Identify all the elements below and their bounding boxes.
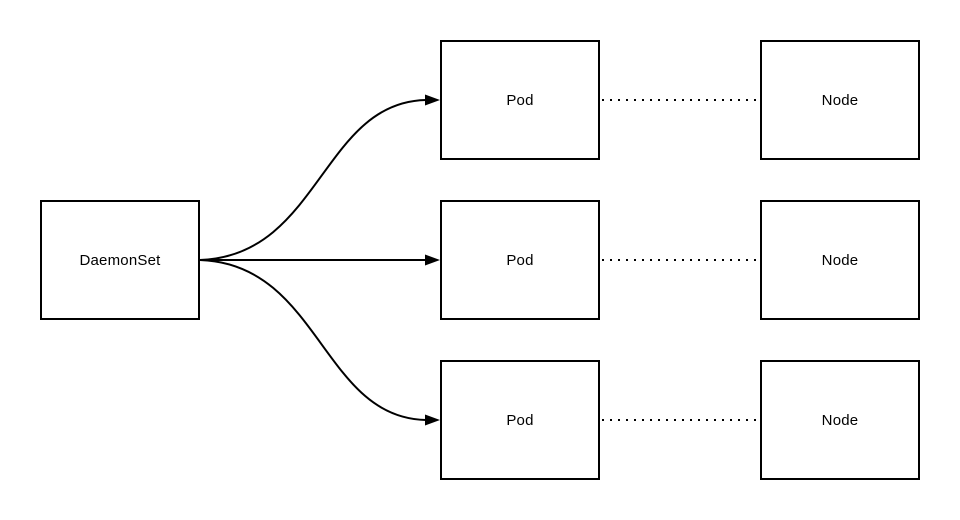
node-label: Node (821, 251, 859, 269)
arrow-curve-down (199, 259, 427, 421)
arrow-daemonset-to-pod-1 (199, 94, 440, 261)
arrow-daemonset-to-pod-3 (199, 259, 440, 426)
pod-box-1: Pod (440, 40, 600, 160)
node-box-2: Node (760, 200, 920, 320)
daemonset-box: DaemonSet (40, 200, 200, 320)
node-box-3: Node (760, 360, 920, 480)
arrow-daemonset-to-pod-2 (200, 254, 440, 266)
pod-label: Pod (506, 411, 534, 429)
pod-box-2: Pod (440, 200, 600, 320)
node-label: Node (821, 411, 859, 429)
pod-label: Pod (506, 251, 534, 269)
arrowhead-icon (425, 94, 440, 106)
arrowhead-icon (425, 414, 440, 426)
arrow-curve-up (199, 99, 427, 261)
daemonset-label: DaemonSet (79, 251, 161, 269)
pod-box-3: Pod (440, 360, 600, 480)
node-label: Node (821, 91, 859, 109)
arrowhead-icon (425, 254, 440, 266)
pod-label: Pod (506, 91, 534, 109)
node-box-1: Node (760, 40, 920, 160)
